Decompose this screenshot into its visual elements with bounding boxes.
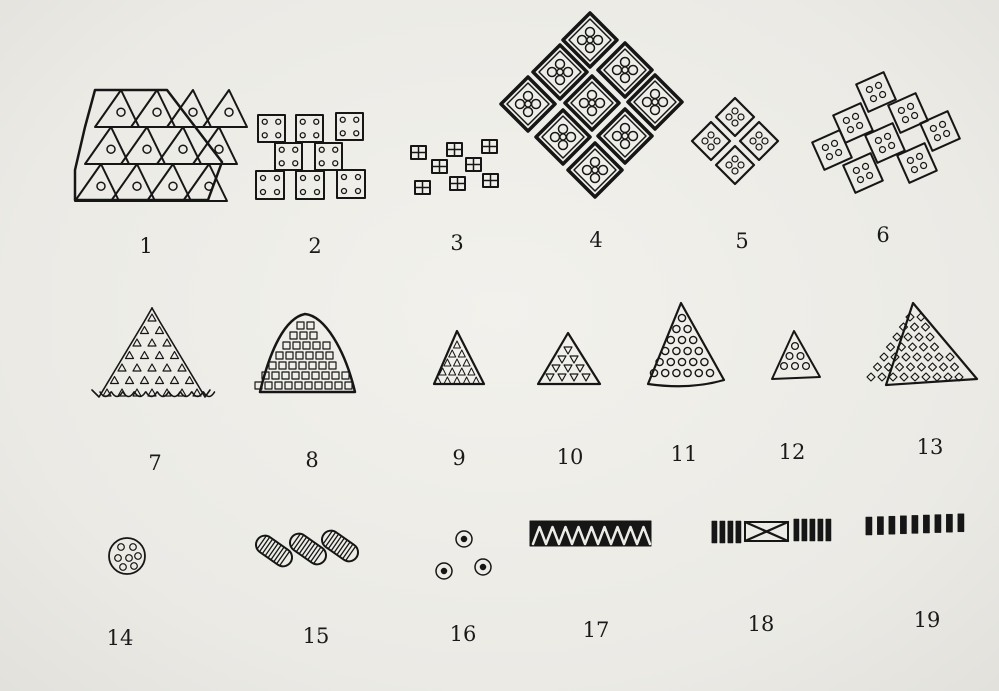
figure-number-14: 14 (107, 626, 134, 650)
figure-number-1: 1 (139, 234, 152, 258)
figure-number-8: 8 (305, 448, 318, 472)
figure-number-3: 3 (450, 231, 463, 255)
figure-number-10: 10 (557, 445, 584, 469)
figure-number-18: 18 (748, 612, 775, 636)
motif-13 (867, 303, 977, 385)
motif-12 (772, 331, 820, 379)
motif-7 (92, 308, 215, 397)
figure-number-9: 9 (452, 446, 465, 470)
motif-9 (434, 331, 484, 384)
figure-number-19: 19 (914, 608, 941, 632)
figure-number-15: 15 (303, 624, 330, 648)
figure-number-16: 16 (450, 622, 477, 646)
figure-number-5: 5 (735, 229, 748, 253)
motif-6 (812, 72, 960, 193)
motif-11 (648, 303, 724, 386)
figure-number-4: 4 (589, 228, 602, 252)
figure-number-2: 2 (308, 234, 321, 258)
figure-number-7: 7 (148, 451, 161, 475)
motif-14 (109, 538, 145, 574)
motif-2 (256, 113, 365, 199)
motif-8 (255, 314, 355, 392)
figure-number-13: 13 (917, 435, 944, 459)
motif-3 (411, 140, 498, 194)
motif-17 (530, 521, 651, 546)
motif-16 (436, 531, 491, 579)
motif-1 (75, 90, 247, 201)
motif-10 (538, 333, 600, 384)
figure-number-12: 12 (779, 440, 806, 464)
motif-4 (501, 13, 682, 197)
motif-18 (712, 519, 831, 543)
motif-19 (866, 514, 964, 535)
figure-number-6: 6 (876, 223, 889, 247)
motif-5 (692, 98, 778, 184)
figure-number-11: 11 (671, 442, 698, 466)
motif-15 (252, 527, 361, 570)
figure-number-17: 17 (583, 618, 610, 642)
